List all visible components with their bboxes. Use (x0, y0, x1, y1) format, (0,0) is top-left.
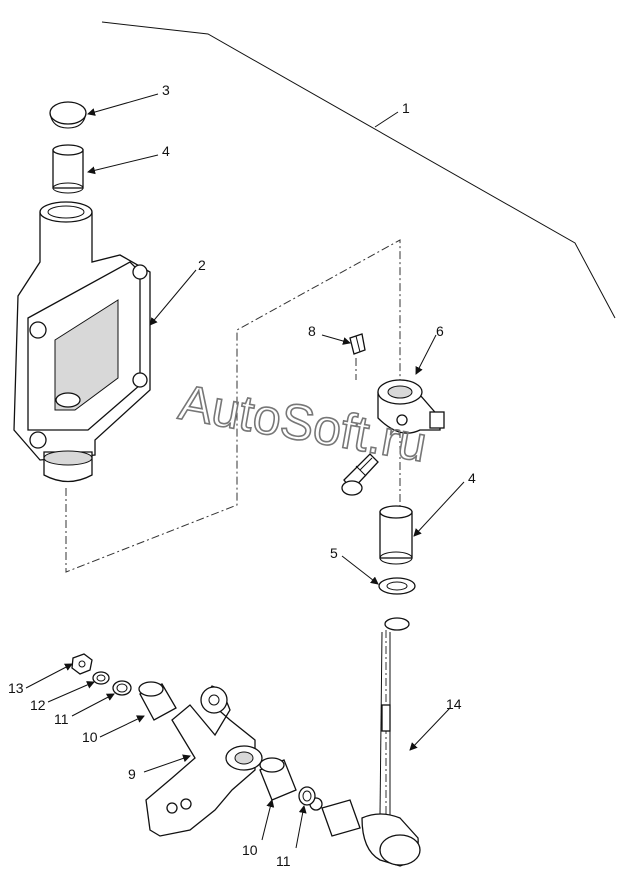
cap-part-3 (49, 101, 87, 129)
callout-4-top: 4 (162, 143, 170, 159)
callout-12: 12 (30, 697, 46, 713)
callout-11-left: 11 (54, 711, 69, 727)
callout-3: 3 (162, 82, 170, 98)
sleeve-part-10-left (138, 681, 177, 721)
callout-10-left: 10 (82, 729, 98, 745)
shaft-part-14 (379, 631, 391, 816)
bushing-part-4-top (52, 144, 84, 194)
nut-part-13 (71, 653, 93, 675)
shaft-knob (309, 797, 421, 867)
callout-9: 9 (128, 766, 136, 782)
callout-8: 8 (308, 323, 316, 339)
assembly-guide-left (65, 239, 401, 573)
lever-part-9 (145, 685, 263, 837)
washer-part-12 (92, 671, 110, 685)
callout-10-bottom: 10 (242, 842, 258, 858)
callout-5: 5 (330, 545, 338, 561)
sleeve-part-10-bottom (259, 757, 297, 801)
callout-14: 14 (446, 696, 462, 712)
key-part-8 (349, 333, 366, 355)
frame-outline (101, 21, 616, 319)
callout-13: 13 (8, 680, 24, 696)
callout-4-right: 4 (468, 470, 476, 486)
clamp-bolt (341, 453, 379, 496)
callout-11-bottom: 11 (276, 853, 291, 869)
clamp-part-6 (377, 379, 445, 434)
washer-part-5 (378, 577, 416, 595)
callout-2: 2 (198, 257, 206, 273)
housing-part-2 (13, 201, 151, 483)
callout-6: 6 (436, 323, 444, 339)
callout-1: 1 (402, 100, 410, 116)
ring-part-11-bottom (298, 786, 316, 806)
o-ring (384, 617, 410, 631)
ring-part-11-left (112, 680, 132, 696)
bushing-part-4-right (379, 505, 413, 565)
leader-lines (25, 93, 465, 849)
